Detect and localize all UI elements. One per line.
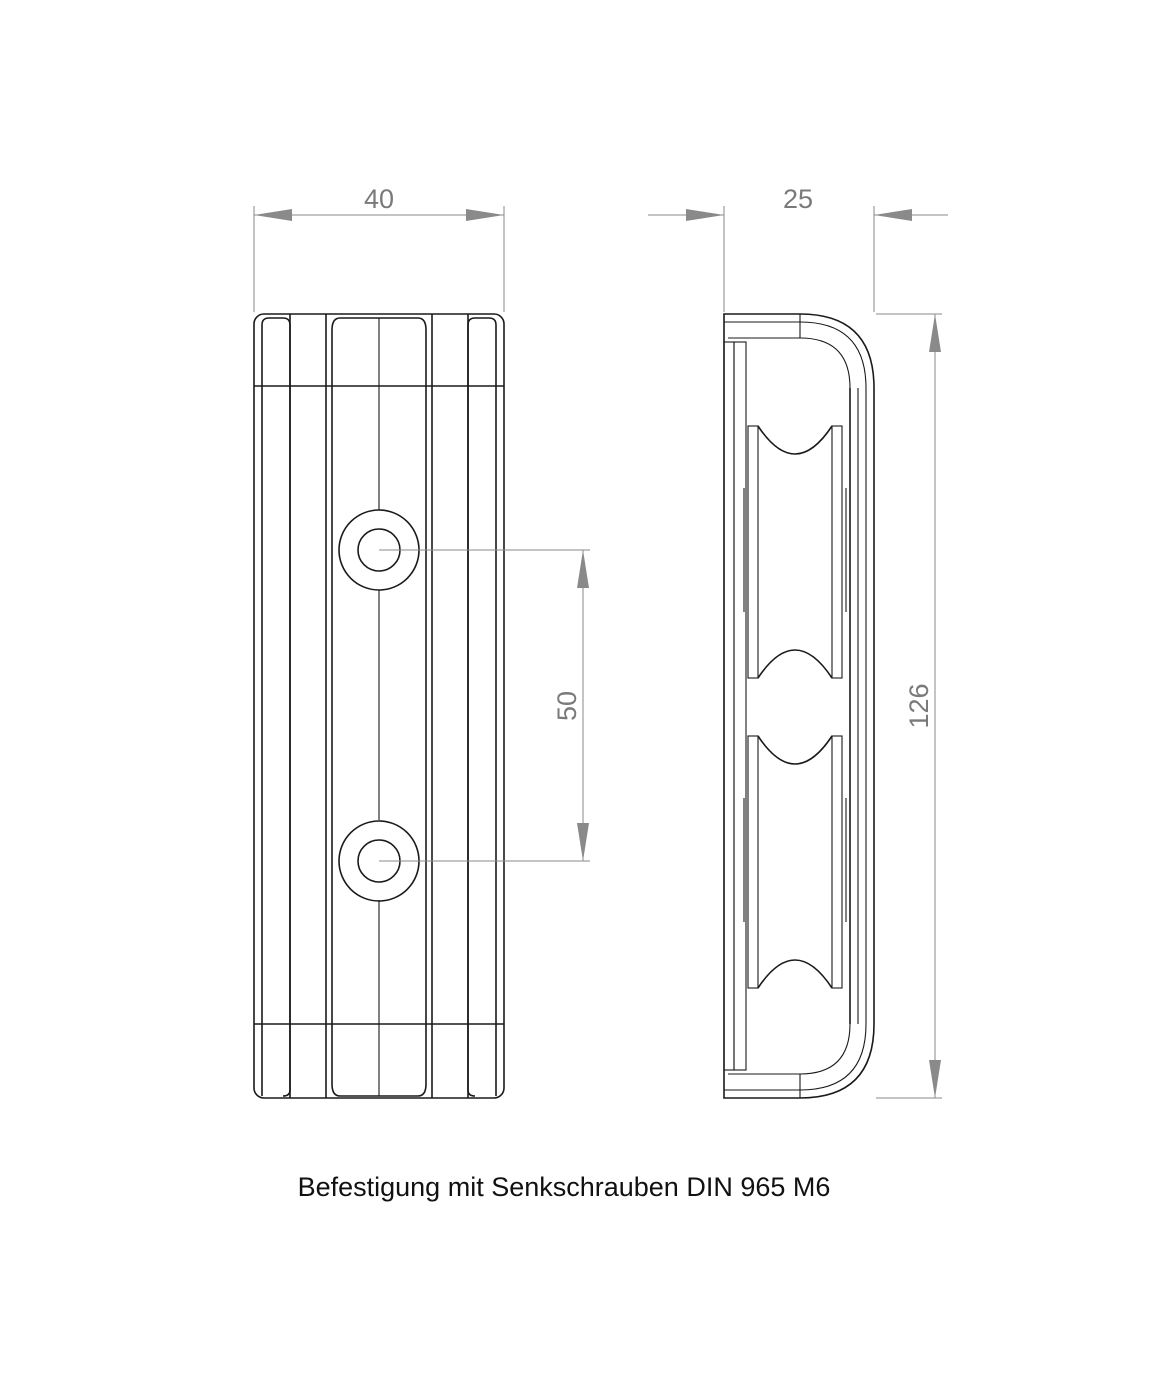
arrowhead <box>929 314 941 352</box>
dimension-height-side: 126 <box>876 313 942 1099</box>
side-base-plate <box>723 341 735 1071</box>
sheave-upper <box>743 425 847 679</box>
front-outline <box>253 313 505 1099</box>
sheave-upper-flange-left <box>747 425 759 679</box>
arrowhead <box>874 209 912 221</box>
sheave-lower-groove-top <box>757 735 833 765</box>
sheave-upper-flange-right <box>831 425 843 679</box>
dimension-label: 25 <box>783 184 813 214</box>
arrowhead <box>577 550 589 588</box>
dimension-label: 50 <box>552 691 582 721</box>
dimension-label: 126 <box>904 683 934 728</box>
front-view <box>253 313 505 1099</box>
dimension-depth-side: 25 <box>648 184 948 312</box>
sheave-lower <box>743 735 847 989</box>
side-bottom-inner-curve <box>728 1023 851 1075</box>
sheave-upper-groove-bottom <box>757 649 833 679</box>
dimension-hole-spacing: 50 <box>379 549 590 862</box>
side-view <box>723 313 875 1099</box>
sheave-upper-groove-top <box>757 425 833 455</box>
sheave-lower-flange-right <box>831 735 843 989</box>
front-center-channel <box>331 317 427 1097</box>
arrowhead <box>254 209 292 221</box>
arrowhead <box>686 209 724 221</box>
dimension-width-front: 40 <box>253 184 505 312</box>
side-top-inner-curve <box>728 337 851 389</box>
side-outline-inner <box>724 321 867 1091</box>
front-right-rib <box>467 317 497 1097</box>
arrowhead <box>466 209 504 221</box>
arrowhead <box>577 823 589 861</box>
front-left-rib <box>261 317 291 1097</box>
dimension-label: 40 <box>364 184 394 214</box>
drawing-caption: Befestigung mit Senkschrauben DIN 965 M6 <box>297 1172 831 1202</box>
sheave-lower-flange-left <box>747 735 759 989</box>
side-outline <box>723 313 875 1099</box>
sheave-lower-groove-bottom <box>757 959 833 989</box>
side-base-plate-inner <box>733 341 747 1071</box>
arrowhead <box>929 1060 941 1098</box>
